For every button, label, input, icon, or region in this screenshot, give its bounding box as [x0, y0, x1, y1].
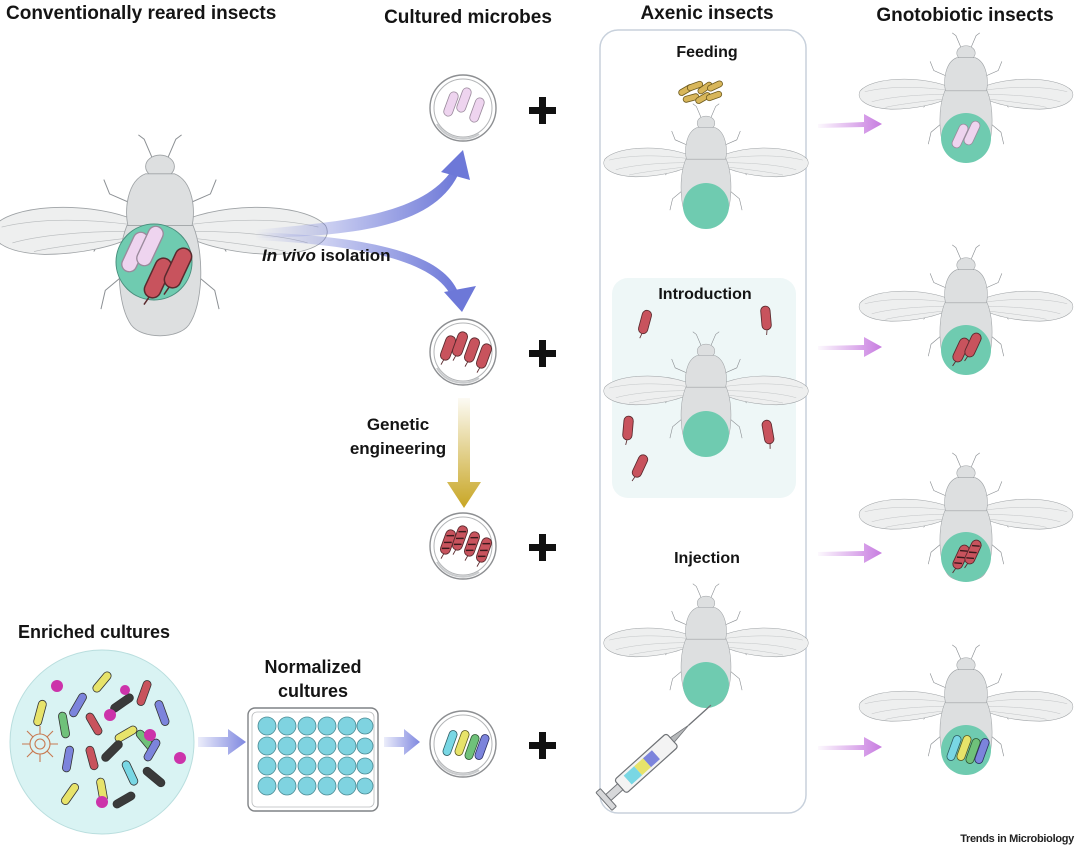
- axenic-insect-introduction: [603, 305, 809, 484]
- header-conventional: Conventionally reared insects: [6, 3, 277, 24]
- dish-commensal-pink: [429, 74, 497, 142]
- gnotobiotic-insect-pathogen: [858, 244, 1074, 375]
- header-gnotobiotic: Gnotobiotic insects: [876, 5, 1054, 26]
- genetic-engineering-arrow: [447, 398, 481, 508]
- normalized-to-dish-arrow: [384, 729, 420, 755]
- header-cultured: Cultured microbes: [384, 7, 552, 28]
- label-in-vivo-isolation: In vivo isolation: [262, 246, 390, 266]
- engineered-to-gnotobiotic-arrow: [818, 543, 882, 563]
- plus-icon: [529, 97, 556, 124]
- label-engineering: engineering: [349, 439, 447, 458]
- gnotobiotic-insect-engineered: [858, 452, 1074, 582]
- label-cultures: cultures: [277, 681, 349, 701]
- feeding-to-gnotobiotic-arrow: [818, 114, 882, 134]
- axenic-insect-injection: [595, 583, 809, 811]
- label-normalized-cultures: Normalized cultures: [264, 655, 361, 703]
- label-injection: Injection: [674, 550, 740, 567]
- introduction-to-gnotobiotic-arrow: [818, 337, 882, 357]
- enriched-to-normalized-arrow: [198, 729, 246, 755]
- food-bacteria-cluster: [678, 80, 723, 104]
- conventional-insect: [0, 134, 328, 337]
- label-genetic-engineering: Genetic engineering: [350, 413, 446, 461]
- label-genetic: Genetic: [366, 415, 430, 434]
- enriched-cultures-circle: [9, 649, 195, 835]
- label-normalized: Normalized: [264, 657, 362, 677]
- syringe-icon: [595, 704, 712, 811]
- gnotobiotic-insect-commensal: [858, 32, 1074, 163]
- injection-to-gnotobiotic-arrow: [818, 737, 882, 757]
- normalized-culture-plate: [247, 707, 379, 812]
- label-enriched-cultures: Enriched cultures: [18, 622, 171, 642]
- axenic-insect-feeding: [603, 80, 809, 229]
- header-axenic: Axenic insects: [640, 3, 774, 24]
- plus-icon: [529, 340, 556, 367]
- dish-engineered: [429, 512, 497, 580]
- dish-community: [429, 710, 497, 778]
- gnotobiotic-insect-community: [858, 644, 1074, 775]
- label-feeding: Feeding: [676, 44, 738, 61]
- plus-icon: [529, 732, 556, 759]
- journal-credit: Trends in Microbiology: [960, 833, 1074, 845]
- label-introduction: Introduction: [658, 286, 752, 303]
- label-in-vivo-italic: In vivo: [262, 246, 316, 265]
- dish-pathogen-red: [429, 318, 497, 386]
- in-vivo-isolation-arrow: [255, 150, 476, 312]
- plus-icon: [529, 534, 556, 561]
- label-isolation: isolation: [315, 246, 391, 265]
